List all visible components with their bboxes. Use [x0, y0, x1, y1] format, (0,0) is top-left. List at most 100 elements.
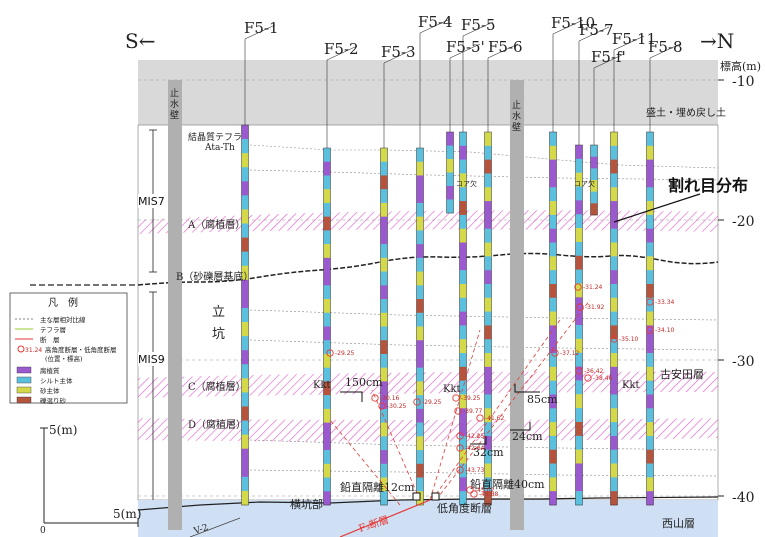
- svg-text:-38.46: -38.46: [593, 375, 613, 382]
- tick-label: -10: [732, 74, 755, 90]
- furuyasuda-label: 古安田層: [660, 367, 704, 381]
- borehole-label: F5-11: [612, 30, 656, 48]
- svg-text:砂主体: 砂主体: [40, 386, 60, 395]
- borehole-column: [380, 147, 388, 506]
- svg-text:主な層相対比線: 主な層相対比線: [40, 315, 86, 324]
- tick-label: -30: [732, 354, 755, 370]
- legend-item: 礫混り砂: [16, 396, 67, 405]
- layer-D-band: [138, 418, 718, 442]
- low-angle-fault-label: 低角度断層: [437, 501, 492, 515]
- borehole-column: [241, 124, 249, 506]
- tick-label: -40: [732, 490, 755, 506]
- svg-text:-34.10: -34.10: [655, 327, 675, 334]
- legend-item: 砂主体: [16, 386, 60, 395]
- svg-text:-29.25: -29.25: [335, 350, 355, 357]
- offset-150: 150cm: [345, 376, 383, 389]
- fault-marker: -35.10: [610, 335, 639, 343]
- svg-text:-31.92: -31.92: [585, 304, 605, 311]
- svg-text:-42.64: -42.64: [465, 445, 485, 452]
- svg-text:-39.77: -39.77: [463, 408, 483, 415]
- fault-marker: -31.24: [574, 283, 603, 291]
- layer-B-base-line: [137, 252, 719, 286]
- cutoff-wall-label-left: 止 水 壁: [170, 87, 179, 121]
- shaft-bottom-box-1: [412, 492, 421, 501]
- offset-24: 24cm: [512, 430, 543, 443]
- vert-sep-12: 鉛直隔離12cm: [340, 480, 415, 494]
- svg-text:-41.62: -41.62: [485, 415, 505, 422]
- fault-marker: -42.64: [456, 444, 485, 452]
- borehole-label: F5-1: [244, 19, 279, 37]
- south-label: S←: [125, 29, 155, 53]
- borehole-column: [416, 147, 424, 506]
- ata-th-label: Ata-Th: [204, 143, 235, 153]
- scale-v-label: 5(m): [49, 423, 77, 437]
- svg-text:断 層: 断 層: [40, 335, 60, 344]
- cutoff-wall-right: [510, 80, 524, 530]
- scale-bars: [40, 427, 139, 527]
- svg-text:-37.12: -37.12: [560, 350, 580, 357]
- fault-marker: -37.12: [551, 349, 580, 357]
- core-missing-label-1: コア欠: [456, 179, 477, 188]
- svg-text:壁: 壁: [170, 109, 179, 121]
- svg-text:テフラ層: テフラ層: [40, 326, 66, 334]
- fault-marker: -45.02: [466, 486, 495, 494]
- vert-sep-40: 鉛直隔離40cm: [470, 477, 545, 491]
- kkt-label-2: Kkt: [443, 384, 461, 395]
- fault-marker: -39.25: [452, 394, 481, 402]
- svg-text:31.24: 31.24: [25, 347, 42, 354]
- legend-item: 主な層相対比線: [15, 315, 86, 324]
- fault-marker: -30.25: [378, 402, 407, 410]
- svg-text:礫混り砂: 礫混り砂: [40, 396, 67, 405]
- legend-item: シルト主体: [16, 376, 73, 385]
- fault-marker: -29.25: [413, 398, 442, 406]
- elevation-axis-label: 標高(m): [720, 59, 761, 73]
- borehole-label: F5-2: [324, 40, 359, 58]
- mis7-label: MIS7: [138, 195, 165, 208]
- svg-text:-42.25: -42.25: [465, 433, 485, 440]
- f3-fault: [339, 499, 431, 537]
- north-label: →N: [700, 29, 734, 53]
- fault-marker: -29.25: [326, 349, 355, 357]
- fault-marker: -45.88: [470, 490, 499, 498]
- borehole-label: F5-f': [591, 48, 626, 66]
- scale-h-label: 5(m): [113, 507, 141, 521]
- borehole-label: F5-6: [488, 38, 523, 56]
- svg-text:壁: 壁: [512, 121, 521, 133]
- fault-marker: -43.73: [456, 466, 485, 474]
- svg-text:-30.25: -30.25: [387, 403, 407, 410]
- fault-marker: -33.34: [646, 298, 675, 306]
- layer-A-band: [138, 210, 718, 234]
- nishiyama-label: 西山層: [662, 517, 695, 530]
- svg-text:-35.10: -35.10: [619, 336, 639, 343]
- svg-text:-31.24: -31.24: [583, 284, 603, 291]
- borehole-label: F5-7: [579, 21, 614, 39]
- fault-marker: -38.46: [584, 374, 613, 382]
- svg-text:-30.16: -30.16: [380, 395, 400, 402]
- svg-text:止: 止: [170, 87, 179, 99]
- borehole-label: F5-4: [418, 13, 453, 31]
- crystal-tephra-label: 結晶質テフラ: [188, 131, 242, 143]
- svg-text:水: 水: [170, 98, 179, 110]
- v2-label: V-2: [192, 523, 210, 537]
- fill-layer-label: 盛土・埋め戻し土: [646, 106, 726, 119]
- svg-text:-36.42: -36.42: [584, 368, 604, 375]
- borehole-column: [446, 131, 454, 214]
- shaft-bottom-label: 横坑部: [290, 497, 323, 511]
- offset-85: 85cm: [527, 393, 558, 406]
- scale-zero-label: 0: [40, 526, 46, 536]
- borehole-column: [590, 144, 598, 216]
- cutoff-wall-left: [168, 80, 182, 530]
- mis9-label: MIS9: [138, 353, 165, 366]
- svg-text:-33.34: -33.34: [655, 299, 675, 306]
- layer-D-label: D（腐植層）: [188, 418, 246, 431]
- core-missing-label-2: コア欠: [574, 179, 595, 188]
- layer-B-label: B（砂礫層基底）: [176, 270, 253, 283]
- legend-item: 腐植質: [16, 366, 60, 375]
- nishiyama-layer-band: [138, 500, 718, 537]
- fault-marker: -31.92: [576, 303, 605, 311]
- fault-marker: -30.16: [371, 394, 400, 402]
- borehole-column: [323, 147, 331, 506]
- borehole-label: F5-3: [381, 43, 416, 61]
- layer-C-band: [138, 371, 718, 398]
